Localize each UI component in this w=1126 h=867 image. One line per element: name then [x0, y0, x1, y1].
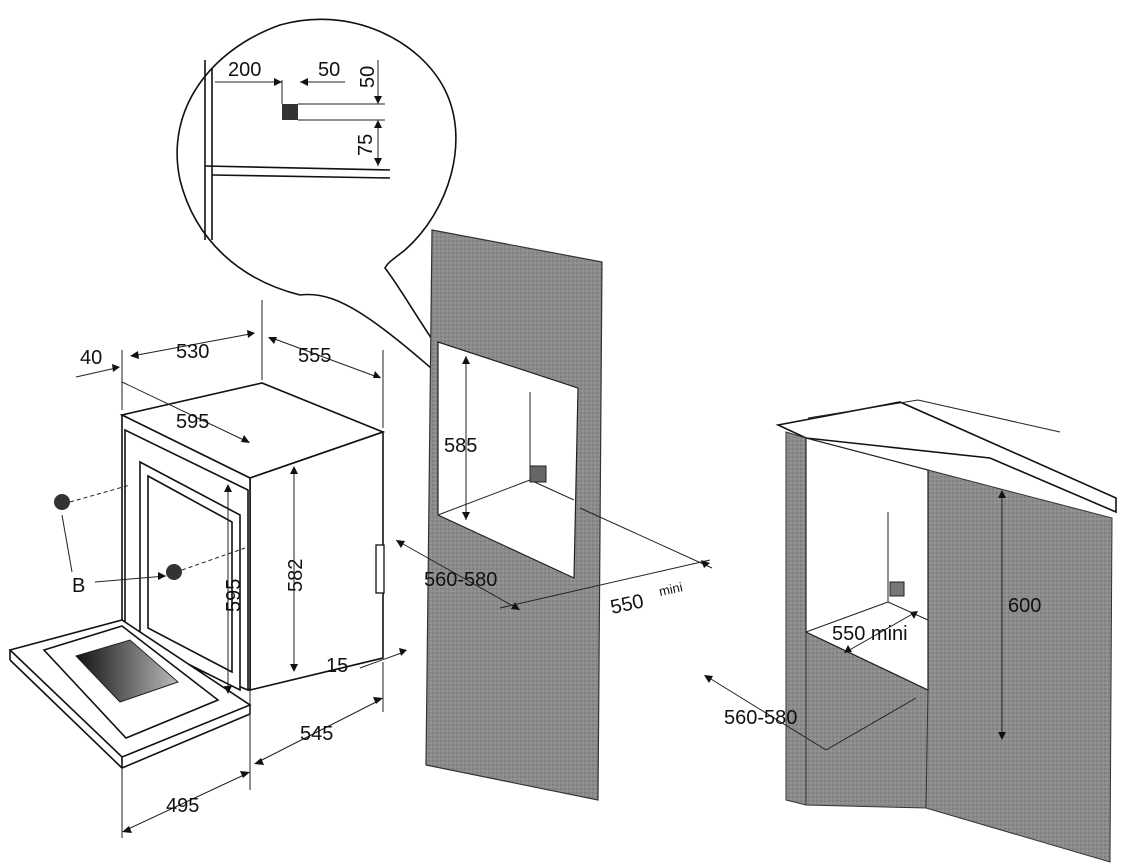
inset-floor-inner: [211, 174, 391, 179]
inset-label-50: 50: [318, 59, 340, 81]
dim-550-mini-wall-line: [499, 559, 711, 609]
label-595-side: 595: [223, 579, 245, 612]
socket-icon: [282, 104, 298, 120]
label-550-mini-cab: 550 mini: [832, 623, 908, 645]
b-leader-bottom: [94, 575, 167, 583]
label-560-580-wall: 560-580: [424, 569, 497, 591]
dim-40-line: [75, 367, 117, 378]
screw-bottom: [166, 547, 246, 580]
dim-530-line: [131, 333, 251, 357]
oven-side: [249, 430, 384, 692]
label-585: 585: [444, 435, 477, 457]
cabinet-socket-icon: [889, 581, 905, 597]
label-530: 530: [176, 341, 209, 363]
wall-panel: 585 560-580 550 mini: [395, 229, 713, 801]
dim-550-mini-cab-line: [845, 611, 917, 653]
dim-545-line: [257, 699, 381, 763]
oven-door-window: [75, 639, 179, 703]
label-555: 555: [298, 345, 331, 367]
label-600: 600: [1008, 595, 1041, 617]
dim-595-top-line: [121, 381, 249, 443]
wall-socket-icon: [529, 465, 547, 483]
label-595-top: 595: [176, 411, 209, 433]
inset-outline: [176, 18, 501, 421]
label-495: 495: [166, 795, 199, 817]
inset-label-50-vertical: 50: [357, 66, 379, 88]
label-582: 582: [285, 559, 307, 592]
detail-inset: 200 50 50 75: [176, 18, 501, 431]
inset-floor: [204, 165, 391, 171]
dim-555-line: [271, 337, 381, 379]
cabinet-right-panel: [925, 469, 1113, 863]
cabinet-left-panel: [785, 431, 807, 806]
dim-560-580-wall-line: [395, 539, 521, 611]
dim-15-line: [359, 651, 405, 669]
wall-opening: [437, 341, 579, 579]
oven-side-handle: [375, 544, 385, 594]
b-leader-top: [61, 514, 73, 573]
dim-495-line: [125, 773, 247, 831]
label-550-wall: 550: [608, 590, 645, 618]
screw-top: [54, 484, 131, 510]
label-15: 15: [326, 655, 348, 677]
label-b: B: [72, 575, 85, 597]
inset-label-75: 75: [355, 134, 377, 156]
label-545: 545: [300, 723, 333, 745]
label-560-580-cab: 560-580: [724, 707, 797, 729]
label-mini-wall: mini: [658, 579, 685, 599]
cabinet: 600 550 mini 560-580: [704, 399, 1117, 863]
oven: B 530 40 555 595 582 595 15: [8, 300, 407, 838]
dim-560-580-cab-line: [705, 675, 827, 751]
cabinet-opening: [805, 437, 929, 691]
inset-label-200: 200: [228, 59, 261, 81]
label-40: 40: [80, 347, 102, 369]
